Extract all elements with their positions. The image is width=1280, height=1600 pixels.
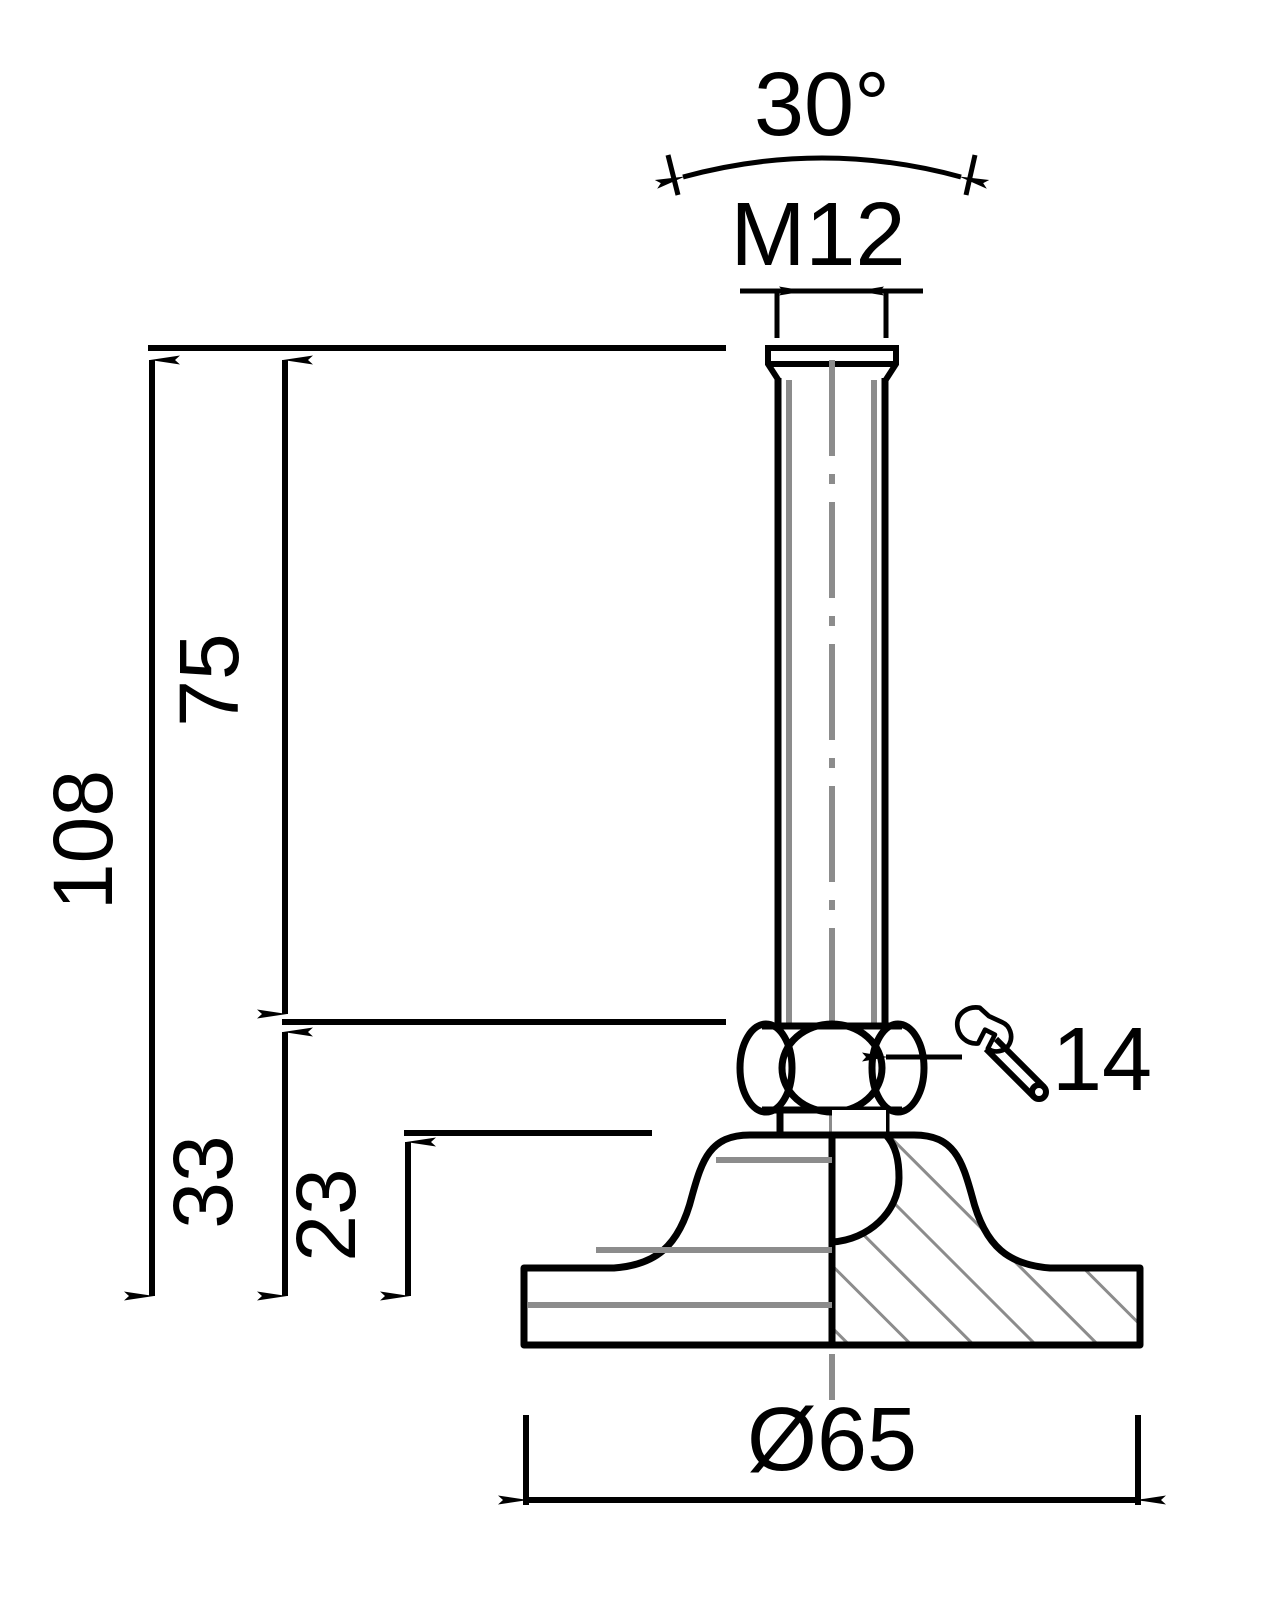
base-diameter-label: Ø65 — [747, 1390, 917, 1490]
thread-label: M12 — [730, 185, 905, 285]
wrench-size-label: 14 — [1052, 1010, 1152, 1110]
base-and-nut-height-label: 33 — [156, 1135, 250, 1228]
hex-nut-chamfer-arc-right — [868, 1020, 928, 1116]
angle-dimension-30 — [654, 154, 990, 196]
angle-arc — [654, 155, 990, 189]
overall-height-label: 108 — [36, 770, 130, 910]
thread-dimension-m12 — [740, 286, 923, 338]
base-height-label: 23 — [279, 1168, 373, 1261]
wrench-icon — [954, 1005, 1049, 1102]
hex-nut-chamfer-arc-left — [736, 1020, 796, 1116]
stud-seat-cutout — [832, 1110, 898, 1240]
angle-label: 30° — [754, 55, 890, 155]
spherical-seat-arc — [831, 1132, 903, 1246]
dimension-diameter-65 — [498, 1415, 1166, 1505]
wrench-callout — [862, 1005, 1049, 1102]
stud-length-label: 75 — [162, 633, 256, 726]
thread-arrow-right — [857, 286, 884, 296]
thread-arrow-left — [779, 286, 806, 296]
